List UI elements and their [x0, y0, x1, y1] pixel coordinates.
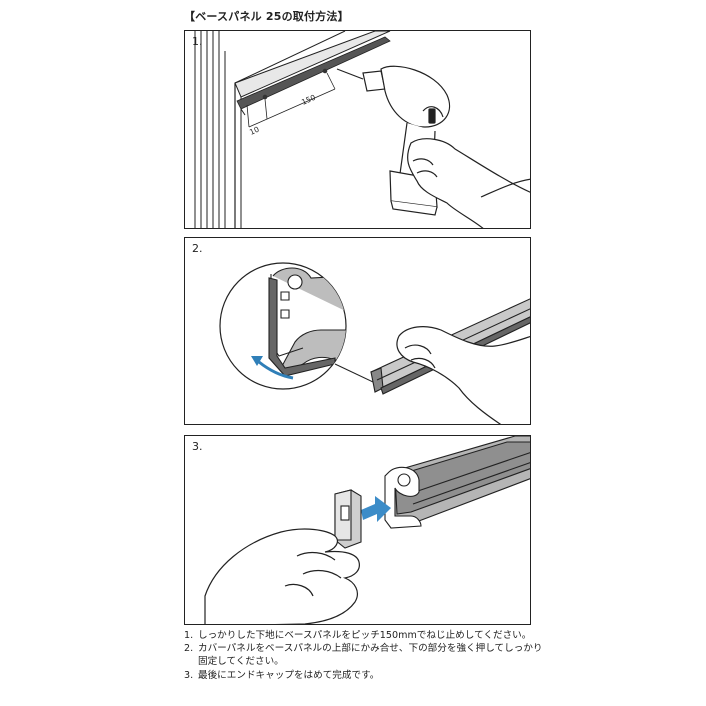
- hand-icon: [396, 326, 530, 424]
- end-cap-icon: [334, 489, 362, 549]
- step-3-number: 3.: [192, 440, 203, 453]
- step-3-panel: 3.: [184, 435, 531, 625]
- instruction-number: 1.: [184, 630, 194, 641]
- page-title: 【ベースパネル 25の取付方法】: [184, 10, 349, 23]
- hand-icon: [407, 138, 530, 228]
- instruction-text: カバーパネルをベースパネルの上部にかみ合せ、下の部分を強く押してしっかり固定して…: [198, 643, 543, 668]
- step-1-number: 1.: [192, 35, 203, 48]
- instruction-text: 最後にエンドキャップをはめて完成です。: [198, 669, 380, 681]
- instruction-item: 2. カバーパネルをベースパネルの上部にかみ合せ、下の部分を強く押してしっかり固…: [184, 642, 544, 668]
- instruction-item: 3. 最後にエンドキャップをはめて完成です。: [184, 669, 544, 682]
- dimension-large-label: 150: [300, 93, 317, 107]
- step-2-number: 2.: [192, 242, 203, 255]
- step-1-illustration: 10 150: [194, 31, 530, 228]
- rotate-arrow-icon: [258, 360, 294, 380]
- hand-icon: [204, 528, 360, 624]
- instructions-list: 1. しっかりした下地にベースパネルをピッチ150mmでねじ止めしてください。 …: [184, 629, 544, 682]
- step-3-illustration: [204, 436, 530, 624]
- instruction-item: 1. しっかりした下地にベースパネルをピッチ150mmでねじ止めしてください。: [184, 629, 544, 642]
- push-arrow-icon: [361, 496, 391, 522]
- step-2-illustration: [219, 262, 530, 424]
- dimension-small-label: 10: [248, 125, 261, 137]
- step-1-panel: 1. 10 150: [184, 30, 531, 229]
- instruction-text: しっかりした下地にベースパネルをピッチ150mmでねじ止めしてください。: [198, 630, 532, 641]
- instruction-number: 2.: [184, 643, 194, 655]
- step-2-panel: 2.: [184, 237, 531, 425]
- instruction-number: 3.: [184, 669, 194, 681]
